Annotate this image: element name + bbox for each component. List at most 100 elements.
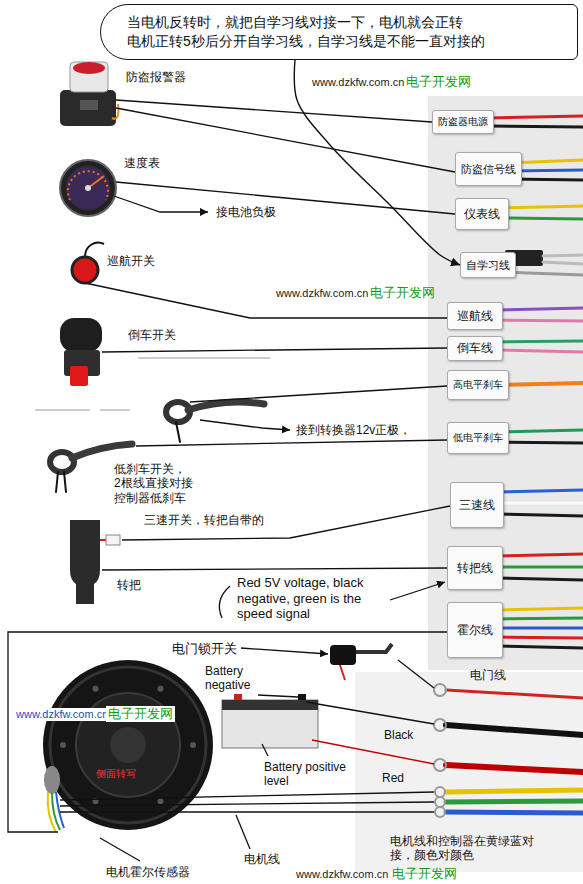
leader-line	[190, 386, 447, 402]
leader-line	[116, 182, 455, 214]
note-label: 接到转换器12v正极，	[296, 423, 411, 437]
speedometer-picture	[88, 176, 104, 188]
speedometer-picture	[68, 171, 108, 200]
harness-wire	[495, 627, 583, 630]
wire-terminal	[446, 801, 583, 802]
wire-terminal	[434, 759, 446, 771]
watermark: 电子开发网	[370, 285, 435, 301]
watermark: 电子开发网	[392, 866, 457, 882]
leader-line	[60, 792, 434, 800]
wire-terminal	[446, 725, 583, 735]
harness-wire	[495, 502, 583, 505]
key-switch-picture	[330, 644, 392, 680]
note-label: 低刹车开关， 2根线直接对接 控制器低刹车	[114, 462, 214, 505]
speedometer-picture	[60, 160, 116, 216]
note-label: Battery positive level	[264, 760, 374, 789]
box-text: 防盗信号线	[461, 162, 516, 177]
speedometer-picture	[66, 166, 110, 210]
label-holder: 速度表	[124, 156, 160, 170]
label-holder: 电门线	[470, 668, 506, 682]
decorative-rule	[138, 357, 270, 359]
leader-line	[8, 100, 455, 861]
connector-box: 防盗信号线	[455, 152, 522, 186]
connector-box: 自学习线	[460, 252, 516, 278]
note-label: Battery negative	[205, 664, 269, 693]
throttle-picture	[106, 535, 120, 545]
wire-terminal	[434, 684, 583, 817]
harness-wire	[495, 490, 583, 492]
watermark: 电子开发网	[106, 706, 175, 722]
alarm-picture	[73, 62, 105, 74]
leader-line	[122, 506, 450, 540]
leader-line	[85, 283, 447, 318]
label-holder: 侧面转写	[96, 768, 136, 780]
key-switch-picture	[340, 665, 345, 680]
box-text: 当电机反转时，就把自学习线对接一下，电机就会正转	[127, 13, 463, 32]
wire-terminal	[446, 790, 583, 792]
battery-picture	[222, 700, 318, 710]
decorative-rule	[35, 409, 90, 411]
brake-lever-picture	[72, 444, 132, 458]
alarm-picture	[112, 104, 118, 119]
wire-terminal	[434, 719, 446, 731]
label-holder: www.dzkfw.com.cn	[14, 708, 110, 721]
harness-wire	[500, 218, 583, 219]
leader-line	[219, 586, 230, 618]
connector-box: 巡航线	[447, 302, 503, 330]
label-holder: Battery negative	[205, 664, 269, 693]
note-label: 电机霍尔传感器	[106, 865, 190, 879]
motor-picture	[93, 686, 99, 692]
note-label: 电门锁开关	[172, 641, 237, 657]
motor-picture	[56, 792, 64, 828]
motor-picture	[110, 727, 146, 763]
connector-box: 三速线	[450, 482, 504, 528]
leader-line	[390, 582, 445, 600]
label-holder: 电机霍尔传感器	[106, 865, 190, 879]
label-holder: Black	[384, 728, 413, 742]
watermark: www.dzkfw.com.cn	[276, 287, 368, 300]
label-holder: 倒车开关	[128, 328, 176, 342]
key-switch-picture	[356, 644, 392, 652]
harness-wire	[495, 350, 583, 352]
label-holder: 电机线和控制器在黄绿蓝对 接，颜色对颜色	[390, 834, 546, 863]
leader-line	[8, 632, 447, 832]
box-text: 仪表线	[464, 206, 500, 222]
label-holder: 电子开发网	[392, 866, 457, 882]
battery-picture	[234, 694, 242, 700]
watermark: www.dzkfw.com.cn	[312, 76, 404, 89]
reverse-switch-picture	[60, 318, 102, 386]
cruise-switch-picture	[72, 257, 98, 283]
label-holder: 防盗报警器	[124, 70, 188, 84]
connector-box: 倒车线	[447, 336, 503, 361]
harness-wire	[495, 608, 583, 610]
alarm-picture	[60, 90, 116, 126]
harness-wire	[490, 126, 583, 127]
decorative-rule	[100, 409, 130, 411]
connector-box: 高电平刹车	[447, 370, 509, 400]
note-label: 电机线	[244, 852, 280, 866]
note-label: 速度表	[124, 156, 160, 170]
connector-box: 转把线	[447, 546, 503, 590]
leader-line	[116, 100, 432, 122]
connector-box: 防盗器电源	[432, 110, 494, 134]
label-holder: 电子开发网	[406, 74, 471, 90]
wire-terminal	[435, 797, 445, 807]
note-box: 当电机反转时，就把自学习线对接一下，电机就会正转电机正转5秒后分开自学习线，自学…	[100, 4, 578, 60]
watermark: www.dzkfw.com.cn	[296, 868, 388, 881]
harness-wire	[543, 262, 583, 264]
cruise-switch-picture	[72, 243, 104, 283]
harness-wire	[490, 116, 583, 118]
harness-wire	[500, 206, 583, 208]
decorative-rule	[35, 358, 270, 410]
alarm-picture	[80, 100, 98, 110]
wire-terminal	[446, 812, 583, 813]
battery-picture	[222, 700, 318, 748]
box-text: 自学习线	[466, 258, 510, 273]
leader-line	[102, 348, 447, 352]
leader-line	[114, 196, 208, 212]
harness-wire	[495, 341, 583, 342]
note-label: Black	[384, 728, 413, 742]
label-holder: 电子开发网	[106, 706, 175, 722]
leader-line	[258, 695, 298, 697]
